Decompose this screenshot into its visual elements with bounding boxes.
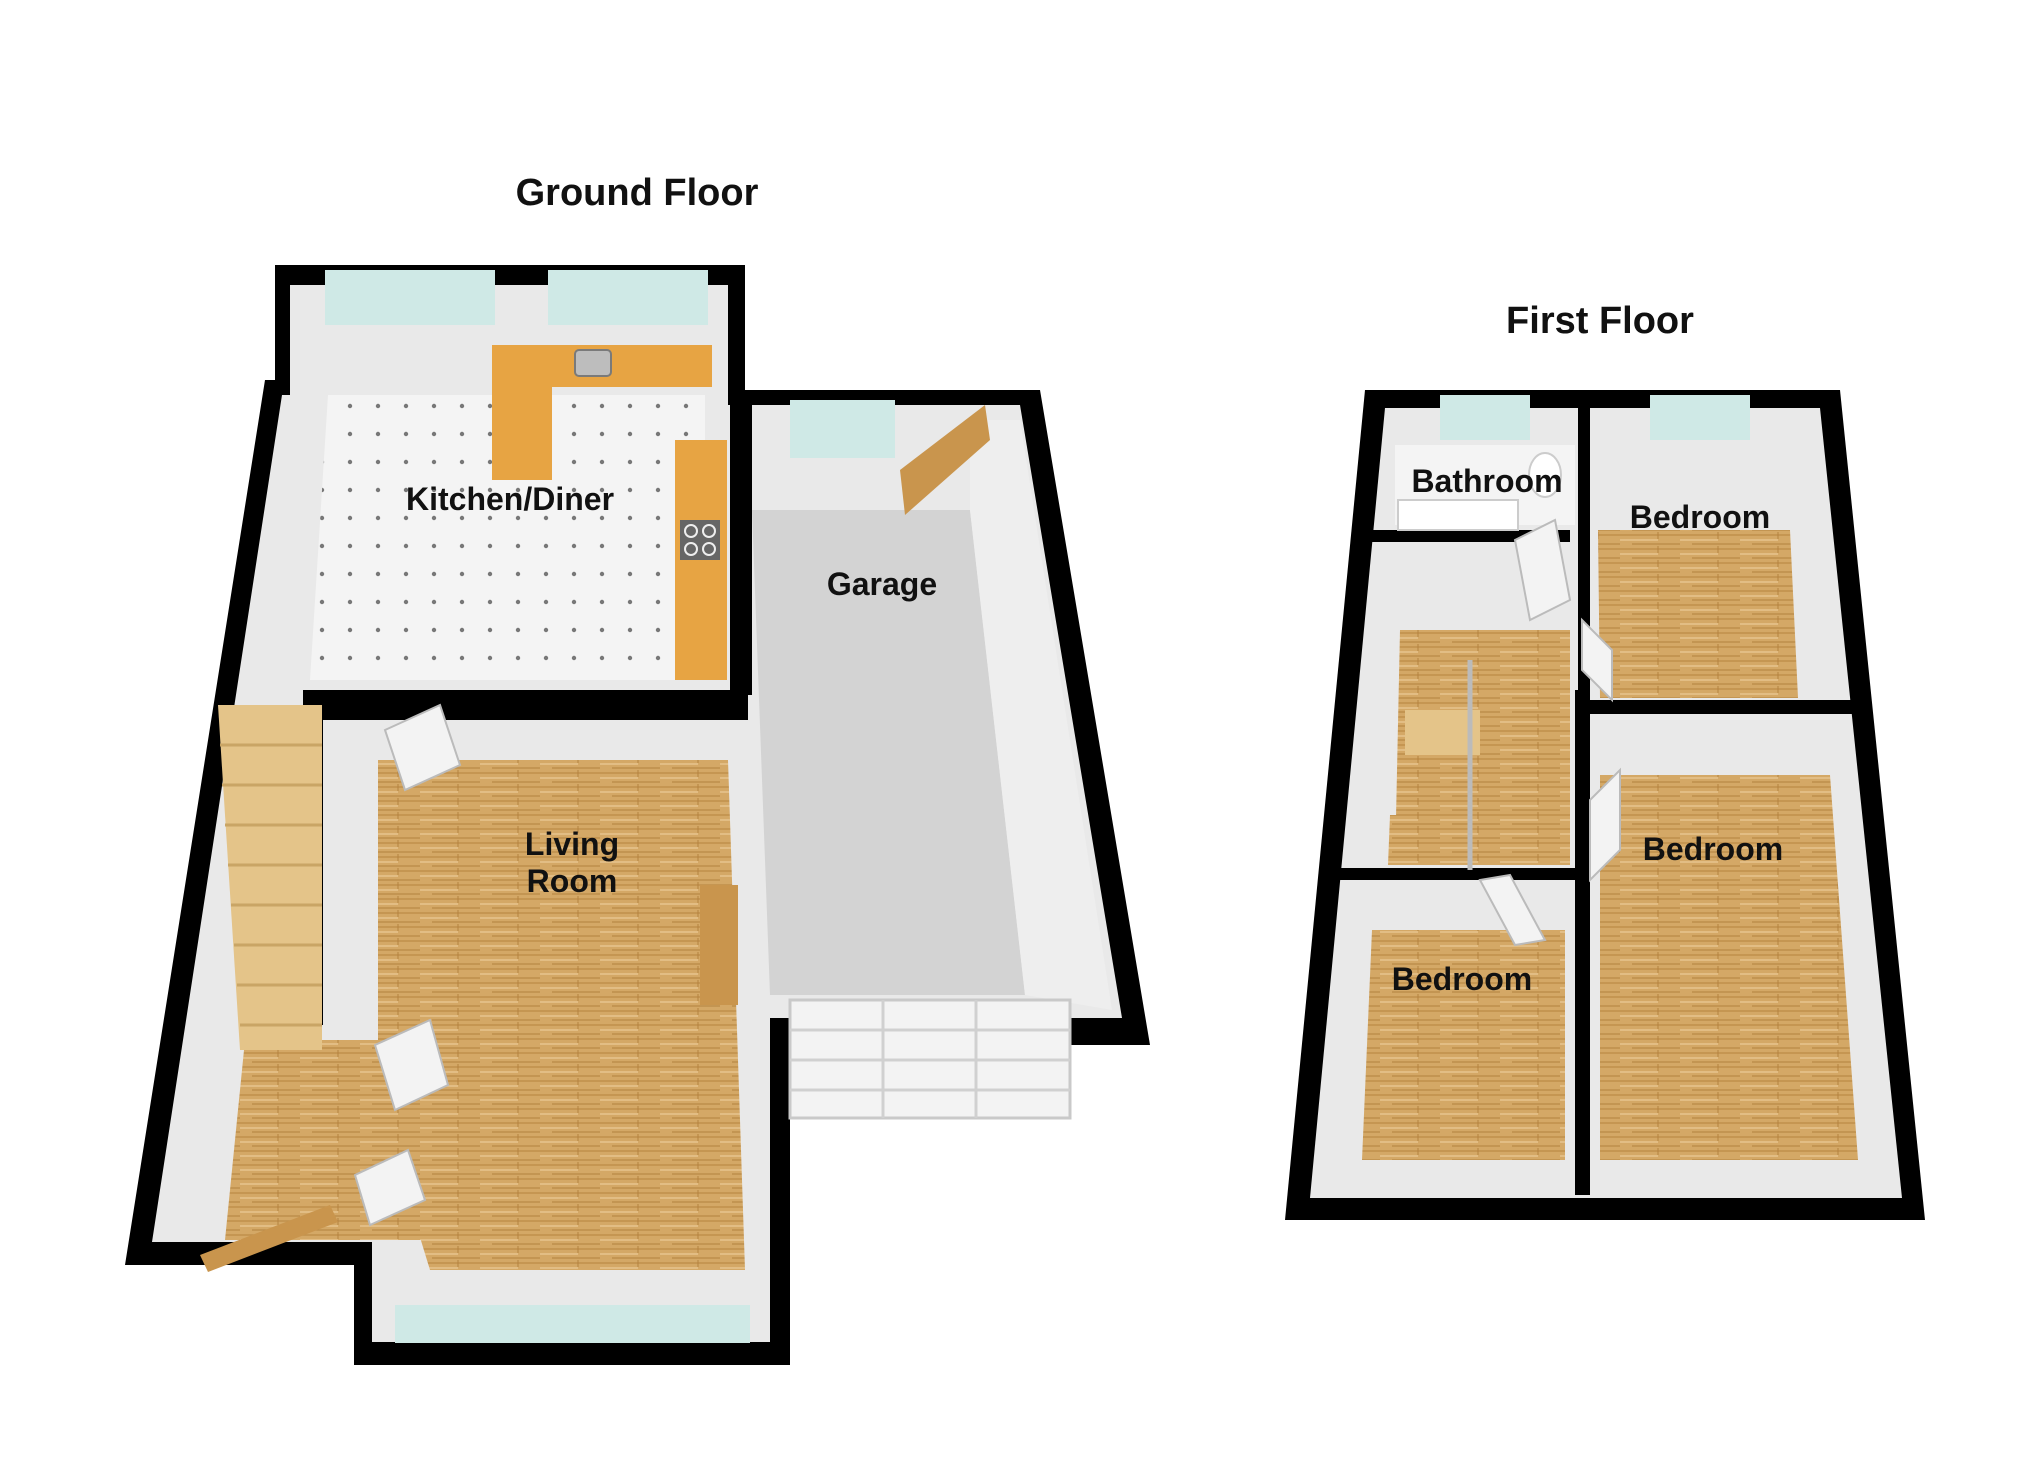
room-label-living-room-line2: Room	[527, 863, 618, 899]
garage-window	[790, 400, 895, 458]
kitchen-counter-left	[492, 345, 552, 480]
bedroom-rear-door	[1581, 617, 1613, 703]
bedroom-rear-front-wall	[1590, 700, 1860, 714]
ground-floor-title: Ground Floor	[516, 172, 759, 214]
kitchen-sink	[574, 349, 612, 377]
front-door	[200, 1205, 338, 1272]
garage-floor	[752, 510, 1025, 995]
kitchen-garage-wall	[730, 390, 752, 695]
room-label-living-room-line1: Living	[525, 826, 619, 862]
hob-ring-2	[702, 524, 716, 538]
bedroom-front-left-floor	[1362, 930, 1565, 1160]
landing-floor	[1395, 630, 1570, 865]
bedroom-left-top-wall	[1335, 868, 1575, 880]
ground-floor	[125, 265, 1150, 1365]
room-label-bedroom-rear: Bedroom	[1630, 499, 1770, 535]
kitchen-living-door	[383, 703, 462, 792]
bathroom-window	[1440, 395, 1530, 440]
living-room-floor	[378, 760, 745, 1270]
bedroom-front-right-floor	[1600, 775, 1858, 1160]
living-room-bay-window	[395, 1305, 750, 1343]
hob-ring-1	[684, 524, 698, 538]
living-room-fireplace	[700, 885, 738, 1005]
bedroom-left-door	[1478, 873, 1547, 947]
first-floor	[1285, 390, 1925, 1220]
kitchen-floor	[310, 395, 705, 680]
bedroom-right-door	[1589, 767, 1621, 883]
bathroom-door	[1513, 518, 1572, 622]
first-floor-title: First Floor	[1506, 300, 1694, 342]
front-porch-door	[353, 1148, 427, 1227]
cupboard-floor	[1388, 815, 1450, 865]
staircase-base	[218, 705, 322, 1050]
staircase	[218, 705, 322, 1050]
room-label-bathroom: Bathroom	[1411, 463, 1562, 499]
garage-side-wall	[970, 420, 1112, 1010]
room-label-garage: Garage	[827, 566, 937, 602]
garage-side-door	[900, 405, 990, 515]
bath-tub	[1397, 499, 1519, 531]
toilet	[1528, 452, 1562, 498]
room-label-bedroom-front-left: Bedroom	[1392, 961, 1532, 997]
hob-ring-4	[702, 542, 716, 556]
living-room-partition	[303, 690, 748, 720]
bedroom-rear-window	[1650, 395, 1750, 440]
kitchen-window-right	[548, 270, 708, 325]
hall-living-door	[373, 1018, 450, 1112]
room-label-bedroom-front-right: Bedroom	[1643, 831, 1783, 867]
hob-ring-3	[684, 542, 698, 556]
bedroom-rear-floor	[1598, 530, 1798, 698]
room-label-kitchen-diner: Kitchen/Diner	[406, 481, 614, 517]
kitchen-hob	[680, 520, 720, 560]
landing-wall	[1575, 690, 1590, 1195]
kitchen-window-left	[325, 270, 495, 325]
